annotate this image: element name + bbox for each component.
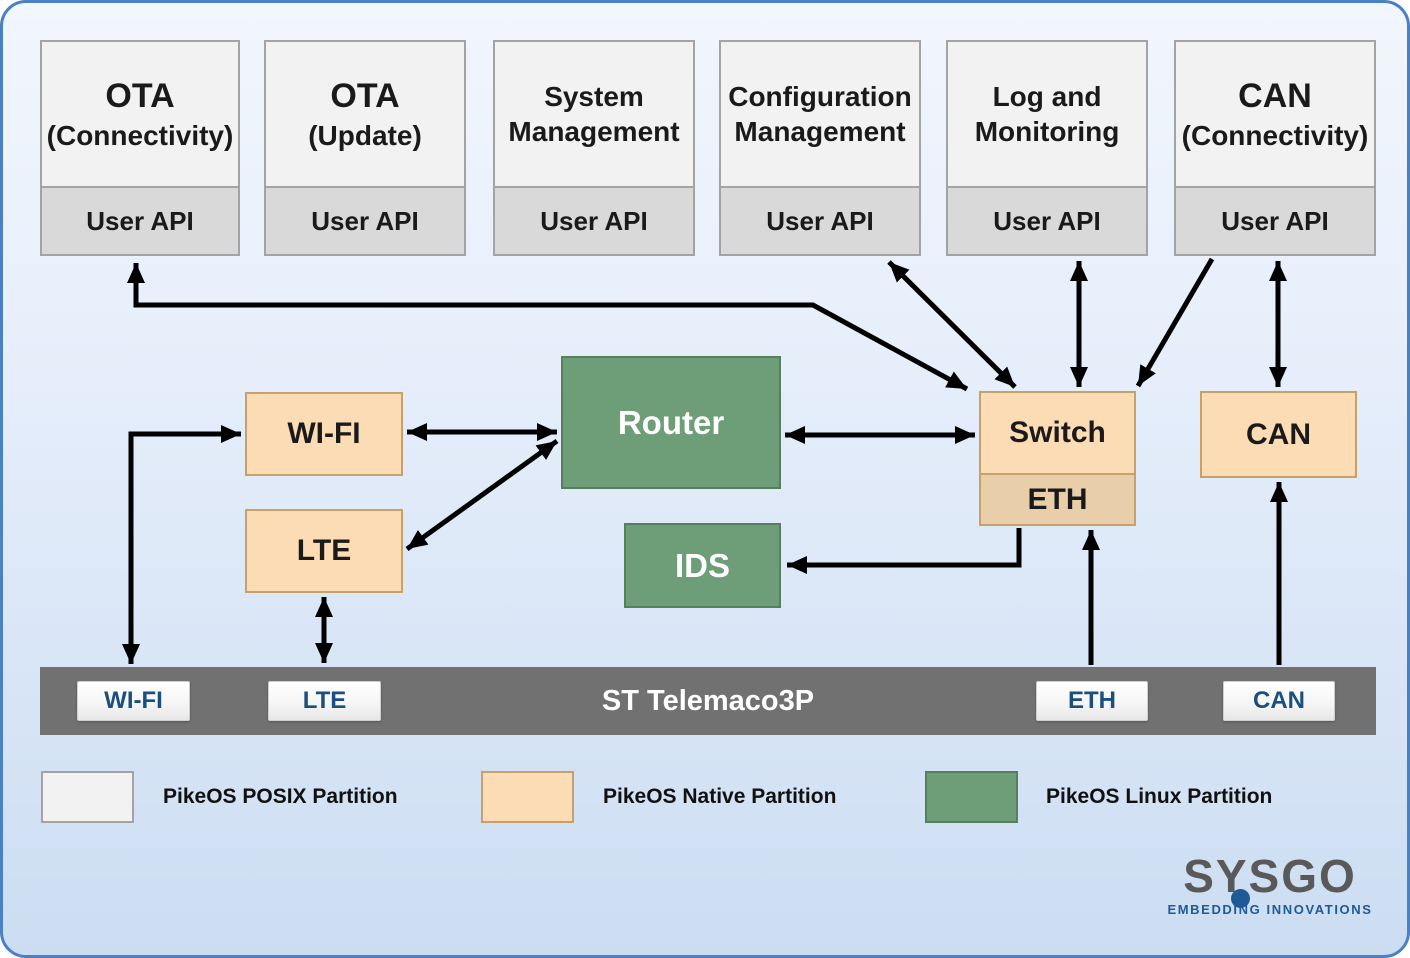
- legend-swatch-native: [481, 771, 574, 823]
- soc-label: ST Telemaco3P: [601, 684, 815, 717]
- sysgo-tagline: EMBEDDING INNOVATIONS: [1167, 902, 1373, 917]
- arrow-lte-router: [405, 438, 559, 552]
- user-api-label: User API: [721, 186, 919, 254]
- sysgo-brand-text: SYSGO: [1183, 850, 1357, 902]
- node-ids: IDS: [624, 523, 781, 608]
- module-title-line1: OTA: [105, 77, 175, 116]
- user-api-label: User API: [266, 186, 464, 254]
- module-title-line1: CAN: [1238, 77, 1312, 116]
- module-title: Log and Monitoring: [948, 42, 1146, 186]
- soc-port-can: CAN: [1223, 681, 1335, 721]
- legend-label-posix: PikeOS POSIX Partition: [163, 785, 398, 808]
- logo-dot: [1231, 889, 1250, 908]
- module-title-line2: (Connectivity): [46, 119, 234, 151]
- module-title: OTA (Update): [266, 42, 464, 186]
- arrow-ota-switch: [127, 263, 969, 392]
- user-api-label: User API: [42, 186, 238, 254]
- module-title-line2: Management: [734, 116, 906, 147]
- user-api-label: User API: [1176, 186, 1374, 254]
- legend-label-linux: PikeOS Linux Partition: [1046, 785, 1273, 808]
- node-switch-group: Switch ETH: [979, 391, 1136, 526]
- module-ota-connectivity: OTA (Connectivity) User API: [40, 40, 240, 256]
- user-api-label: User API: [948, 186, 1146, 254]
- soc-bar: ST Telemaco3P WI-FI LTE ETH CAN: [40, 667, 1376, 735]
- arrow-eth-ids: [787, 528, 1022, 574]
- arrow-canapi-switch: [1135, 257, 1215, 388]
- module-configuration-management: Configuration Management User API: [719, 40, 921, 256]
- module-title: CAN (Connectivity): [1176, 42, 1374, 186]
- legend-swatch-posix: [41, 771, 134, 823]
- legend-label-native: PikeOS Native Partition: [603, 785, 837, 808]
- node-lte: LTE: [245, 509, 403, 593]
- module-title-line2: (Connectivity): [1181, 119, 1369, 151]
- module-log-monitoring: Log and Monitoring User API: [946, 40, 1148, 256]
- module-title: System Management: [495, 42, 693, 186]
- node-switch: Switch: [979, 391, 1136, 475]
- module-ota-update: OTA (Update) User API: [264, 40, 466, 256]
- soc-port-lte: LTE: [268, 681, 381, 721]
- module-title-line1: OTA: [330, 77, 400, 116]
- node-switch-eth: ETH: [979, 475, 1136, 526]
- module-title-line1: System: [544, 81, 644, 112]
- sysgo-logo: SYSGO EMBEDDING INNOVATIONS: [1163, 853, 1377, 917]
- module-title: OTA (Connectivity): [42, 42, 238, 186]
- soc-port-eth: ETH: [1036, 681, 1148, 721]
- node-can: CAN: [1200, 391, 1357, 478]
- module-title-line2: (Update): [308, 119, 422, 151]
- node-wifi: WI-FI: [245, 392, 403, 476]
- arrow-soc-wifi: [122, 425, 241, 664]
- module-title-line2: Monitoring: [974, 116, 1120, 147]
- module-title: Configuration Management: [721, 42, 919, 186]
- module-title-line1: Log and: [992, 81, 1102, 112]
- module-can-connectivity: CAN (Connectivity) User API: [1174, 40, 1376, 256]
- user-api-label: User API: [495, 186, 693, 254]
- soc-port-wifi: WI-FI: [77, 681, 190, 721]
- module-title-line2: Management: [508, 116, 680, 147]
- node-router: Router: [561, 356, 781, 489]
- arrow-config-switch: [887, 260, 1017, 389]
- module-title-line1: Configuration: [728, 81, 912, 112]
- legend-swatch-linux: [925, 771, 1018, 823]
- module-system-management: System Management User API: [493, 40, 695, 256]
